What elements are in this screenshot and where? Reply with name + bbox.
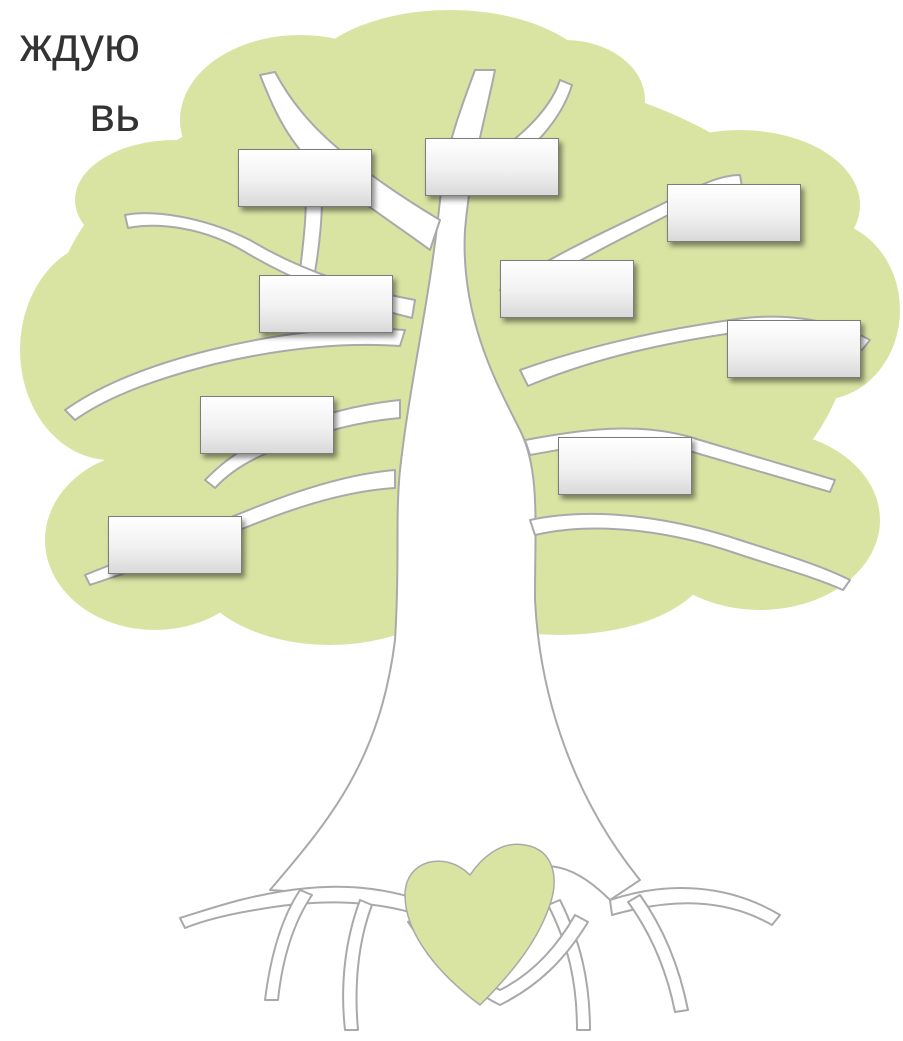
name-box-left-mid[interactable] <box>200 396 334 454</box>
name-box-left-lower[interactable] <box>108 516 242 574</box>
name-box-top-center[interactable] <box>425 138 559 196</box>
caption-line-1: ждую <box>20 15 140 77</box>
name-box-left-upper[interactable] <box>259 275 393 333</box>
slide-caption: ждую вь <box>0 0 150 160</box>
name-box-center-right[interactable] <box>500 260 634 318</box>
name-box-top-right[interactable] <box>667 184 801 242</box>
name-box-right-lower[interactable] <box>558 437 692 495</box>
name-box-top-left[interactable] <box>238 149 372 207</box>
name-box-right[interactable] <box>727 320 861 378</box>
caption-line-2: вь <box>89 85 140 147</box>
